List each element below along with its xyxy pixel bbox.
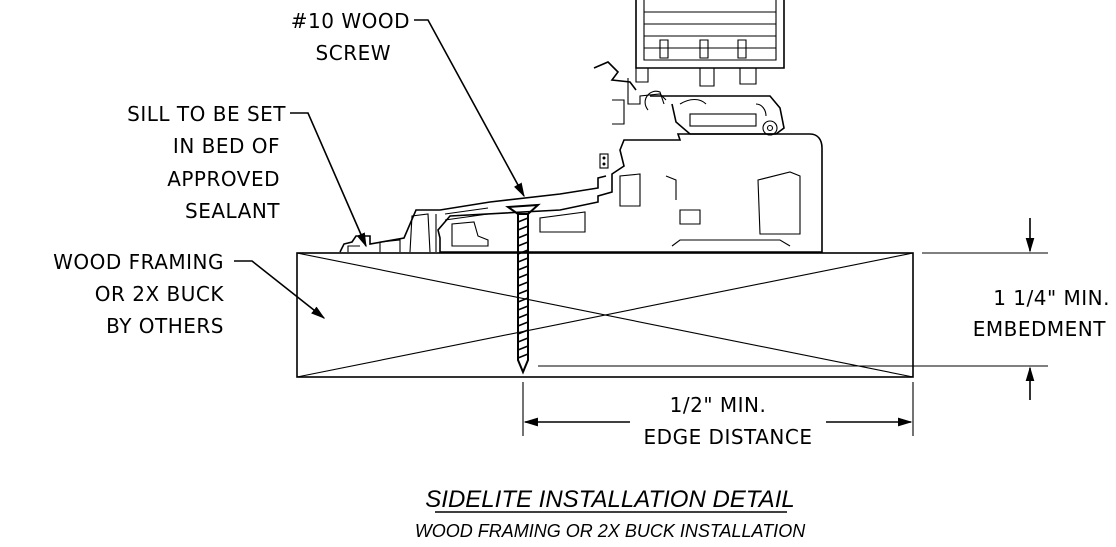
sill-label-line3: APPROVED: [167, 167, 280, 191]
detail-subtitle: WOOD FRAMING OR 2X BUCK INSTALLATION: [415, 521, 806, 541]
sill-frame-profile: [339, 133, 823, 253]
edge-distance-dimension: [522, 382, 914, 436]
sill-label-line2: IN BED OF: [173, 134, 280, 158]
leader-lines: [234, 19, 525, 319]
wood-framing-block: [296, 252, 914, 378]
edge-distance-label-line1: 1/2" MIN.: [670, 393, 767, 417]
edge-distance-label-line2: EDGE DISTANCE: [644, 425, 813, 449]
sidelite-sash: [593, 0, 785, 136]
framing-label-line3: BY OTHERS: [106, 314, 224, 338]
detail-title: SIDELITE INSTALLATION DETAIL: [425, 486, 794, 513]
framing-label-line1: WOOD FRAMING: [53, 250, 224, 274]
sill-label-line4: SEALANT: [185, 199, 280, 223]
screw-label-line2: SCREW: [316, 41, 391, 65]
framing-label-line2: OR 2X BUCK: [95, 282, 225, 306]
embedment-dimension: [538, 218, 1048, 400]
wood-screw: [505, 203, 541, 375]
sill-label-line1: SILL TO BE SET: [127, 102, 286, 126]
screw-label-line1: #10 WOOD: [291, 9, 410, 33]
embedment-label-line1: 1 1/4" MIN.: [993, 286, 1110, 310]
embedment-label-line2: EMBEDMENT: [973, 317, 1107, 341]
